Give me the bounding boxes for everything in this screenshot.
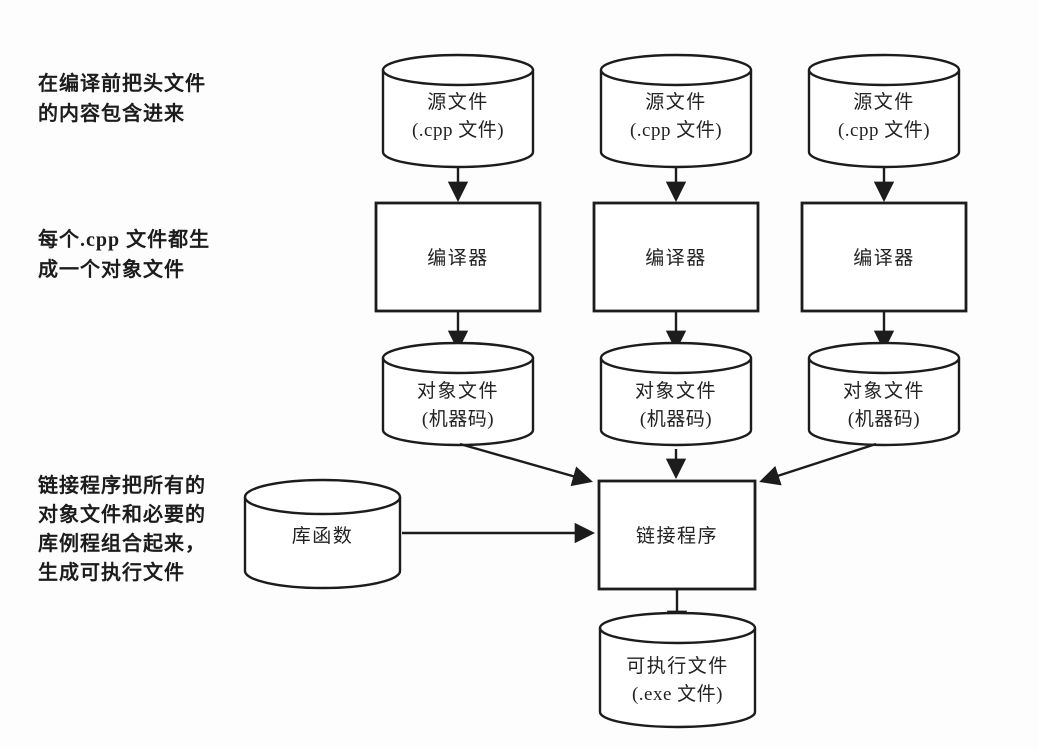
cylinder-top bbox=[807, 53, 961, 87]
cylinder-top bbox=[243, 478, 402, 516]
cylinder-body bbox=[381, 70, 535, 169]
node-sublabel: (.cpp 文件) bbox=[838, 119, 930, 141]
annotation-line: 的内容包含进来 bbox=[38, 101, 185, 125]
cylinder-body bbox=[807, 358, 961, 447]
linker-node: 链接程序 bbox=[597, 479, 757, 591]
cylinder-body bbox=[381, 358, 535, 447]
object-file-node-2: 对象文件 (机器码) bbox=[599, 341, 753, 447]
cylinder-body bbox=[599, 358, 753, 447]
node-label: 对象文件 bbox=[417, 380, 499, 402]
cylinder-body bbox=[807, 70, 961, 169]
node-sublabel: (.cpp 文件) bbox=[630, 119, 722, 141]
node-label: 源文件 bbox=[853, 91, 915, 113]
cylinder-top bbox=[381, 53, 535, 87]
annotation-line: 库例程组合起来， bbox=[38, 531, 206, 555]
annotation-object-files: 每个.cpp 文件都生 成一个对象文件 bbox=[38, 227, 210, 281]
node-label: 对象文件 bbox=[635, 380, 717, 402]
compiler-box bbox=[800, 201, 968, 313]
node-sublabel: (.exe 文件) bbox=[632, 683, 723, 705]
node-sublabel: (机器码) bbox=[848, 408, 920, 430]
node-label: 可执行文件 bbox=[626, 655, 729, 677]
annotation-line: 在编译前把头文件 bbox=[38, 71, 206, 95]
cylinder-body bbox=[599, 70, 753, 169]
compiler-node-3: 编译器 bbox=[800, 201, 968, 313]
source-file-node-1: 源文件 (.cpp 文件) bbox=[381, 53, 535, 169]
source-file-node-3: 源文件 (.cpp 文件) bbox=[807, 53, 961, 169]
cylinder-top bbox=[807, 341, 961, 375]
cylinder-body bbox=[598, 628, 757, 729]
annotation-line: 链接程序把所有的 bbox=[38, 473, 206, 497]
compiler-node-2: 编译器 bbox=[592, 201, 760, 313]
node-label: 编译器 bbox=[427, 247, 489, 269]
arrow-object1-to-linker bbox=[459, 442, 593, 487]
node-sublabel: (.cpp 文件) bbox=[412, 119, 504, 141]
node-sublabel: (机器码) bbox=[422, 408, 494, 430]
compiler-box bbox=[592, 201, 760, 313]
annotation-line: 对象文件和必要的 bbox=[38, 502, 206, 526]
cylinder-top bbox=[598, 611, 757, 645]
compiler-box bbox=[374, 201, 542, 313]
linker-box bbox=[597, 479, 757, 591]
node-label: 编译器 bbox=[645, 247, 707, 269]
node-label: 对象文件 bbox=[843, 380, 925, 402]
object-file-node-3: 对象文件 (机器码) bbox=[807, 341, 961, 447]
cylinder-top bbox=[381, 341, 535, 375]
source-file-node-2: 源文件 (.cpp 文件) bbox=[599, 53, 753, 169]
annotation-linker: 链接程序把所有的 对象文件和必要的 库例程组合起来， 生成可执行文件 bbox=[38, 473, 206, 584]
annotation-line: 成一个对象文件 bbox=[38, 257, 185, 281]
executable-node: 可执行文件 (.exe 文件) bbox=[598, 611, 757, 729]
annotation-line: 每个.cpp 文件都生 bbox=[38, 227, 210, 251]
library-node: 库函数 bbox=[243, 478, 402, 590]
node-label: 库函数 bbox=[292, 525, 354, 547]
node-label: 编译器 bbox=[853, 247, 915, 269]
cylinder-top bbox=[599, 341, 753, 375]
compiler-node-1: 编译器 bbox=[374, 201, 542, 313]
node-sublabel: (机器码) bbox=[640, 408, 712, 430]
cylinder-body bbox=[243, 497, 402, 590]
cylinder-top bbox=[599, 53, 753, 87]
node-label: 源文件 bbox=[645, 91, 707, 113]
arrow-object3-to-linker bbox=[759, 442, 877, 486]
node-label: 链接程序 bbox=[636, 525, 718, 547]
object-file-node-1: 对象文件 (机器码) bbox=[381, 341, 535, 447]
annotation-line: 生成可执行文件 bbox=[38, 560, 185, 584]
node-label: 源文件 bbox=[427, 91, 489, 113]
annotation-headers: 在编译前把头文件 的内容包含进来 bbox=[38, 71, 206, 125]
